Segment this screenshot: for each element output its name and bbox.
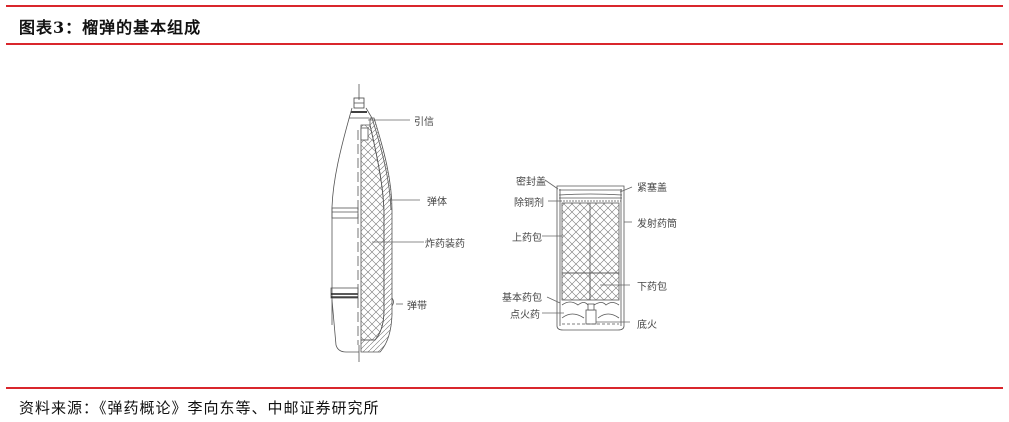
shell-leader-lines	[368, 119, 424, 305]
label-seal-cap: 密封盖	[516, 177, 546, 188]
label-lower-bag: 下药包	[637, 282, 667, 293]
label-primer: 底火	[637, 320, 657, 331]
diagram-area: 引信 弹体 炸药装药 弹带 密封盖 紧塞盖 除铜剂 发射药筒 上药包 下药包 基…	[0, 46, 1009, 386]
top-rule	[6, 5, 1003, 7]
cartridge-leader-lines	[542, 179, 633, 323]
cartridge-drawing	[556, 185, 625, 331]
footer-rule	[6, 387, 1003, 389]
label-tight-cap: 紧塞盖	[637, 183, 667, 194]
ammunition-diagram	[330, 84, 633, 362]
label-driving-band: 弹带	[407, 301, 427, 312]
label-explosive-charge: 炸药装药	[425, 239, 465, 250]
label-igniter: 点火药	[510, 310, 540, 321]
shell-drawing	[330, 84, 392, 362]
title-rule	[6, 43, 1003, 45]
label-base-bag: 基本药包	[502, 293, 542, 304]
label-fuze: 引信	[414, 117, 434, 128]
label-cartridge-case: 发射药筒	[637, 219, 677, 230]
shell-body-wall	[360, 117, 393, 353]
source-note: 资料来源：《弹药概论》李向东等、中邮证券研究所	[19, 399, 380, 417]
figure-title: 图表3：榴弹的基本组成	[19, 18, 202, 37]
label-shell-body: 弹体	[427, 197, 447, 208]
label-decoppering-agent: 除铜剂	[514, 198, 544, 209]
label-upper-bag: 上药包	[512, 233, 542, 244]
